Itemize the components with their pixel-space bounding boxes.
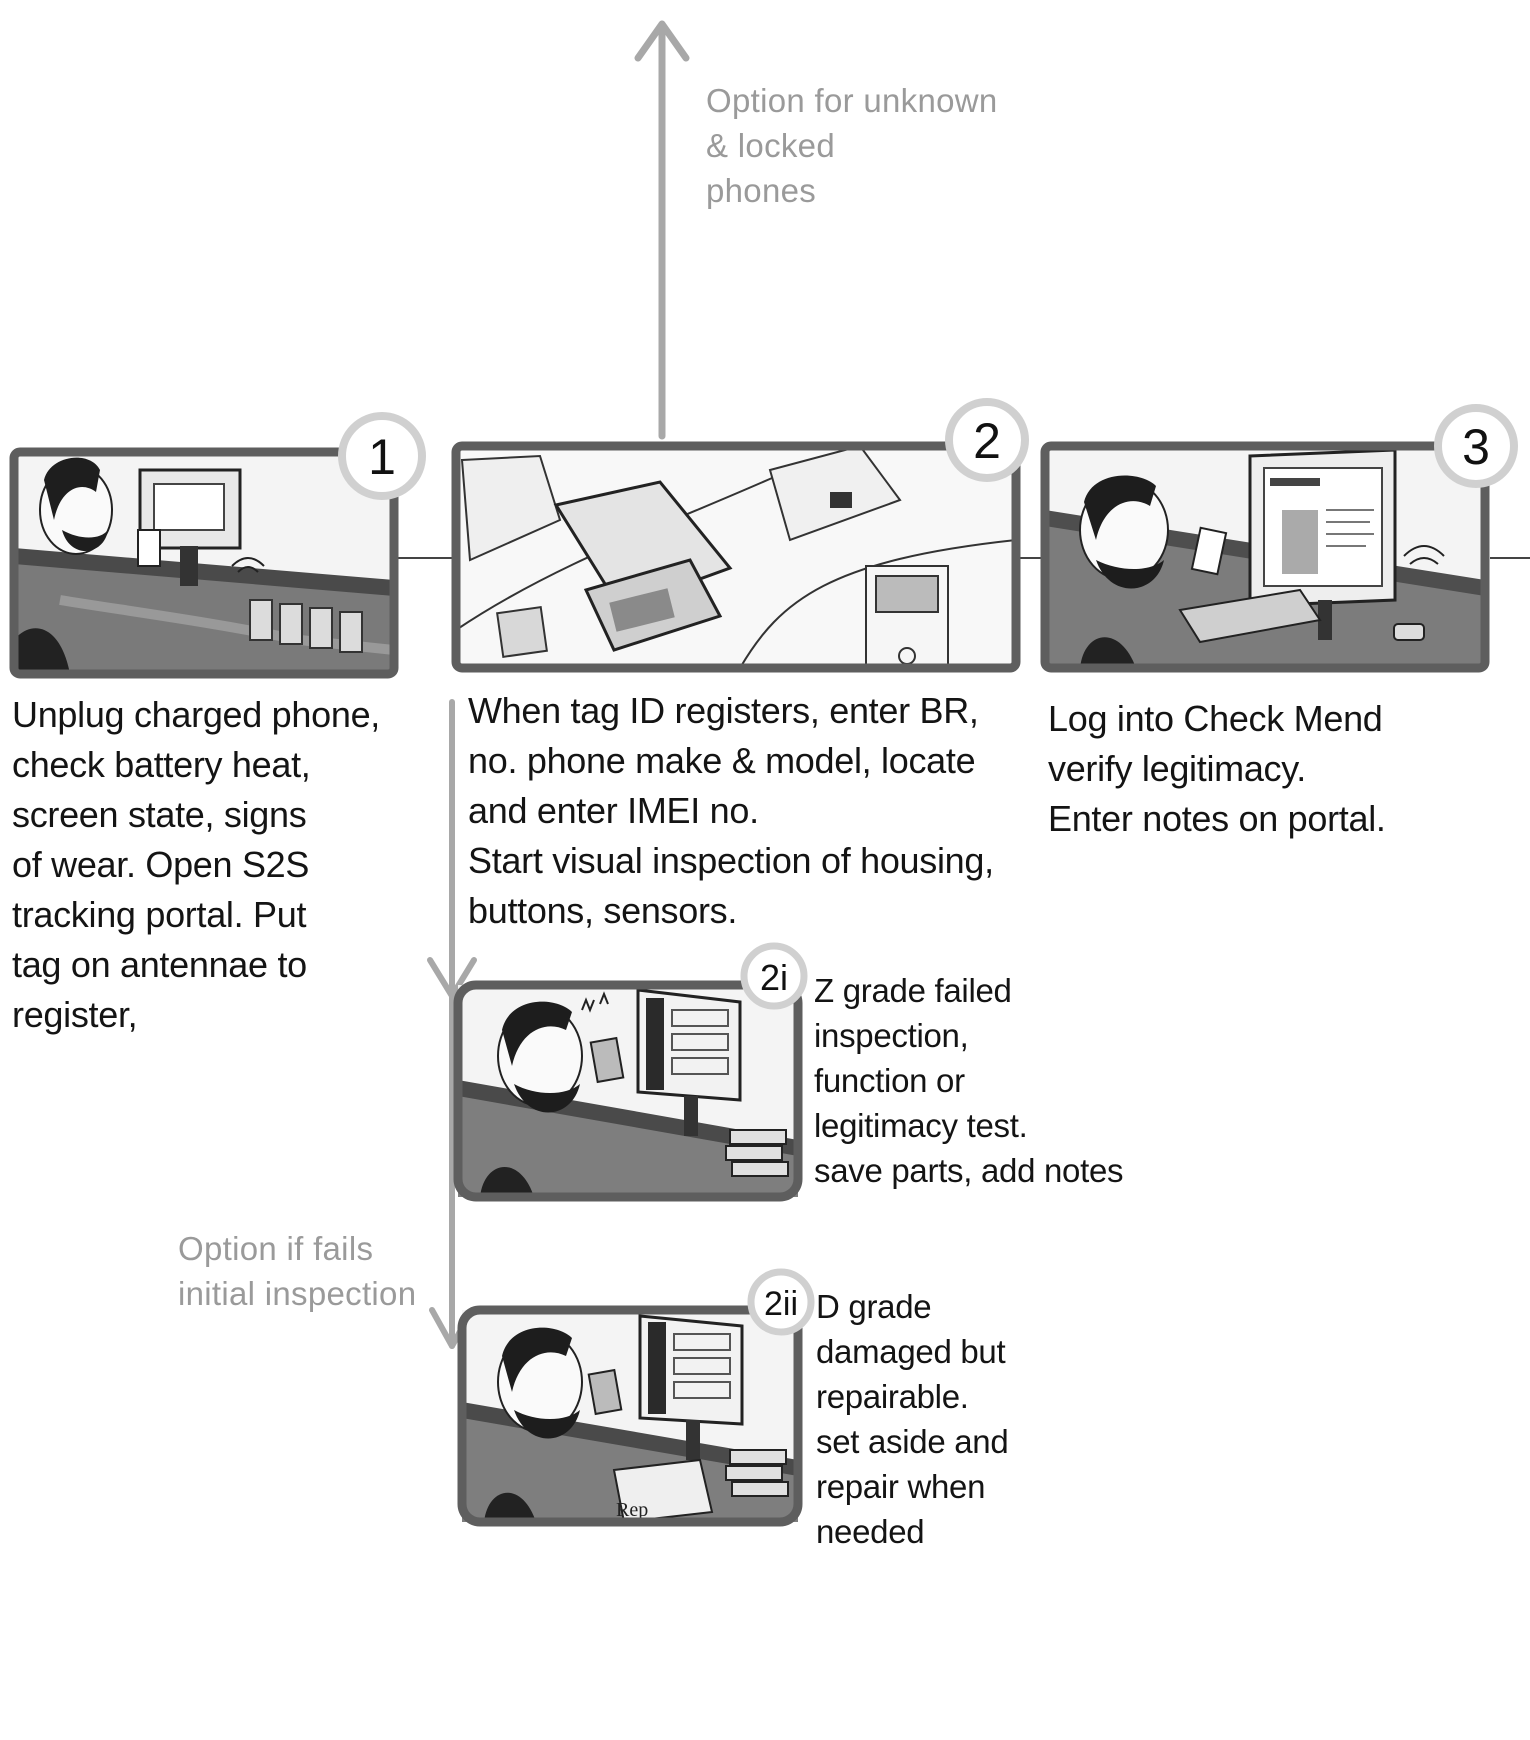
step-3-line: Enter notes on portal. bbox=[1048, 798, 1386, 839]
step-1-description: Unplug charged phone, check battery heat… bbox=[12, 690, 380, 1040]
step-1-line: check battery heat, bbox=[12, 744, 311, 785]
step-1-line: screen state, signs bbox=[12, 794, 307, 835]
option-fails-inspection-note: Option if fails initial inspection bbox=[178, 1226, 416, 1316]
step-1-line: of wear. Open S2S bbox=[12, 844, 310, 885]
panel-2-illustration bbox=[451, 441, 1021, 673]
panel-2i-illustration bbox=[453, 980, 803, 1202]
panel-2ii-illustration: Rep bbox=[457, 1305, 803, 1527]
step-2-description: When tag ID registers, enter BR, no. pho… bbox=[468, 686, 994, 936]
step-badge-2: 2 bbox=[945, 398, 1029, 482]
svg-text:3: 3 bbox=[1462, 419, 1490, 475]
svg-text:2i: 2i bbox=[760, 957, 788, 998]
substep-2ii-line: needed bbox=[816, 1513, 925, 1550]
step-3-line: Log into Check Mend bbox=[1048, 698, 1383, 739]
option-unknown-line-2: & locked bbox=[706, 127, 835, 164]
step-1-line: Unplug charged phone, bbox=[12, 694, 380, 735]
repair-box-label: Rep bbox=[616, 1499, 648, 1521]
option-unknown-line-3: phones bbox=[706, 172, 817, 209]
step-3-description: Log into Check Mend verify legitimacy. E… bbox=[1048, 694, 1386, 844]
panel-1-illustration bbox=[9, 447, 399, 679]
step-1-line: register, bbox=[12, 994, 138, 1035]
step-2-line: When tag ID registers, enter BR, bbox=[468, 690, 979, 731]
substep-badge-2ii: 2ii bbox=[747, 1268, 815, 1336]
substep-2ii-line: damaged but bbox=[816, 1333, 1006, 1370]
option-unknown-locked-note: Option for unknown & locked phones bbox=[706, 78, 998, 213]
step-2-line: buttons, sensors. bbox=[468, 890, 738, 931]
step-2-line: and enter IMEI no. bbox=[468, 790, 759, 831]
up-arrow bbox=[634, 20, 690, 440]
option-fails-line-2: initial inspection bbox=[178, 1275, 417, 1312]
step-badge-3: 3 bbox=[1434, 404, 1518, 488]
substep-2ii-description: D grade damaged but repairable. set asid… bbox=[816, 1284, 1009, 1554]
step-2-line: Start visual inspection of housing, bbox=[468, 840, 994, 881]
svg-text:2ii: 2ii bbox=[764, 1285, 798, 1323]
step-3-line: verify legitimacy. bbox=[1048, 748, 1306, 789]
substep-2i-line: inspection, bbox=[814, 1017, 969, 1054]
step-2-line: no. phone make & model, locate bbox=[468, 740, 976, 781]
substep-2ii-line: D grade bbox=[816, 1288, 932, 1325]
substep-2i-line: save parts, add notes bbox=[814, 1152, 1124, 1189]
step-badge-1: 1 bbox=[338, 412, 426, 500]
svg-text:2: 2 bbox=[973, 413, 1001, 469]
substep-2ii-line: set aside and bbox=[816, 1423, 1009, 1460]
substep-2i-line: Z grade failed bbox=[814, 972, 1012, 1009]
option-unknown-line-1: Option for unknown bbox=[706, 82, 998, 119]
substep-2i-description: Z grade failed inspection, function or l… bbox=[814, 968, 1124, 1193]
option-fails-line-1: Option if fails bbox=[178, 1230, 374, 1267]
substep-2i-line: legitimacy test. bbox=[814, 1107, 1028, 1144]
substep-2ii-line: repairable. bbox=[816, 1378, 969, 1415]
substep-2i-line: function or bbox=[814, 1062, 965, 1099]
panel-3-illustration bbox=[1040, 441, 1490, 673]
step-1-line: tracking portal. Put bbox=[12, 894, 307, 935]
svg-text:1: 1 bbox=[368, 429, 396, 485]
step-1-line: tag on antennae to bbox=[12, 944, 307, 985]
substep-badge-2i: 2i bbox=[740, 942, 808, 1010]
substep-2ii-line: repair when bbox=[816, 1468, 986, 1505]
